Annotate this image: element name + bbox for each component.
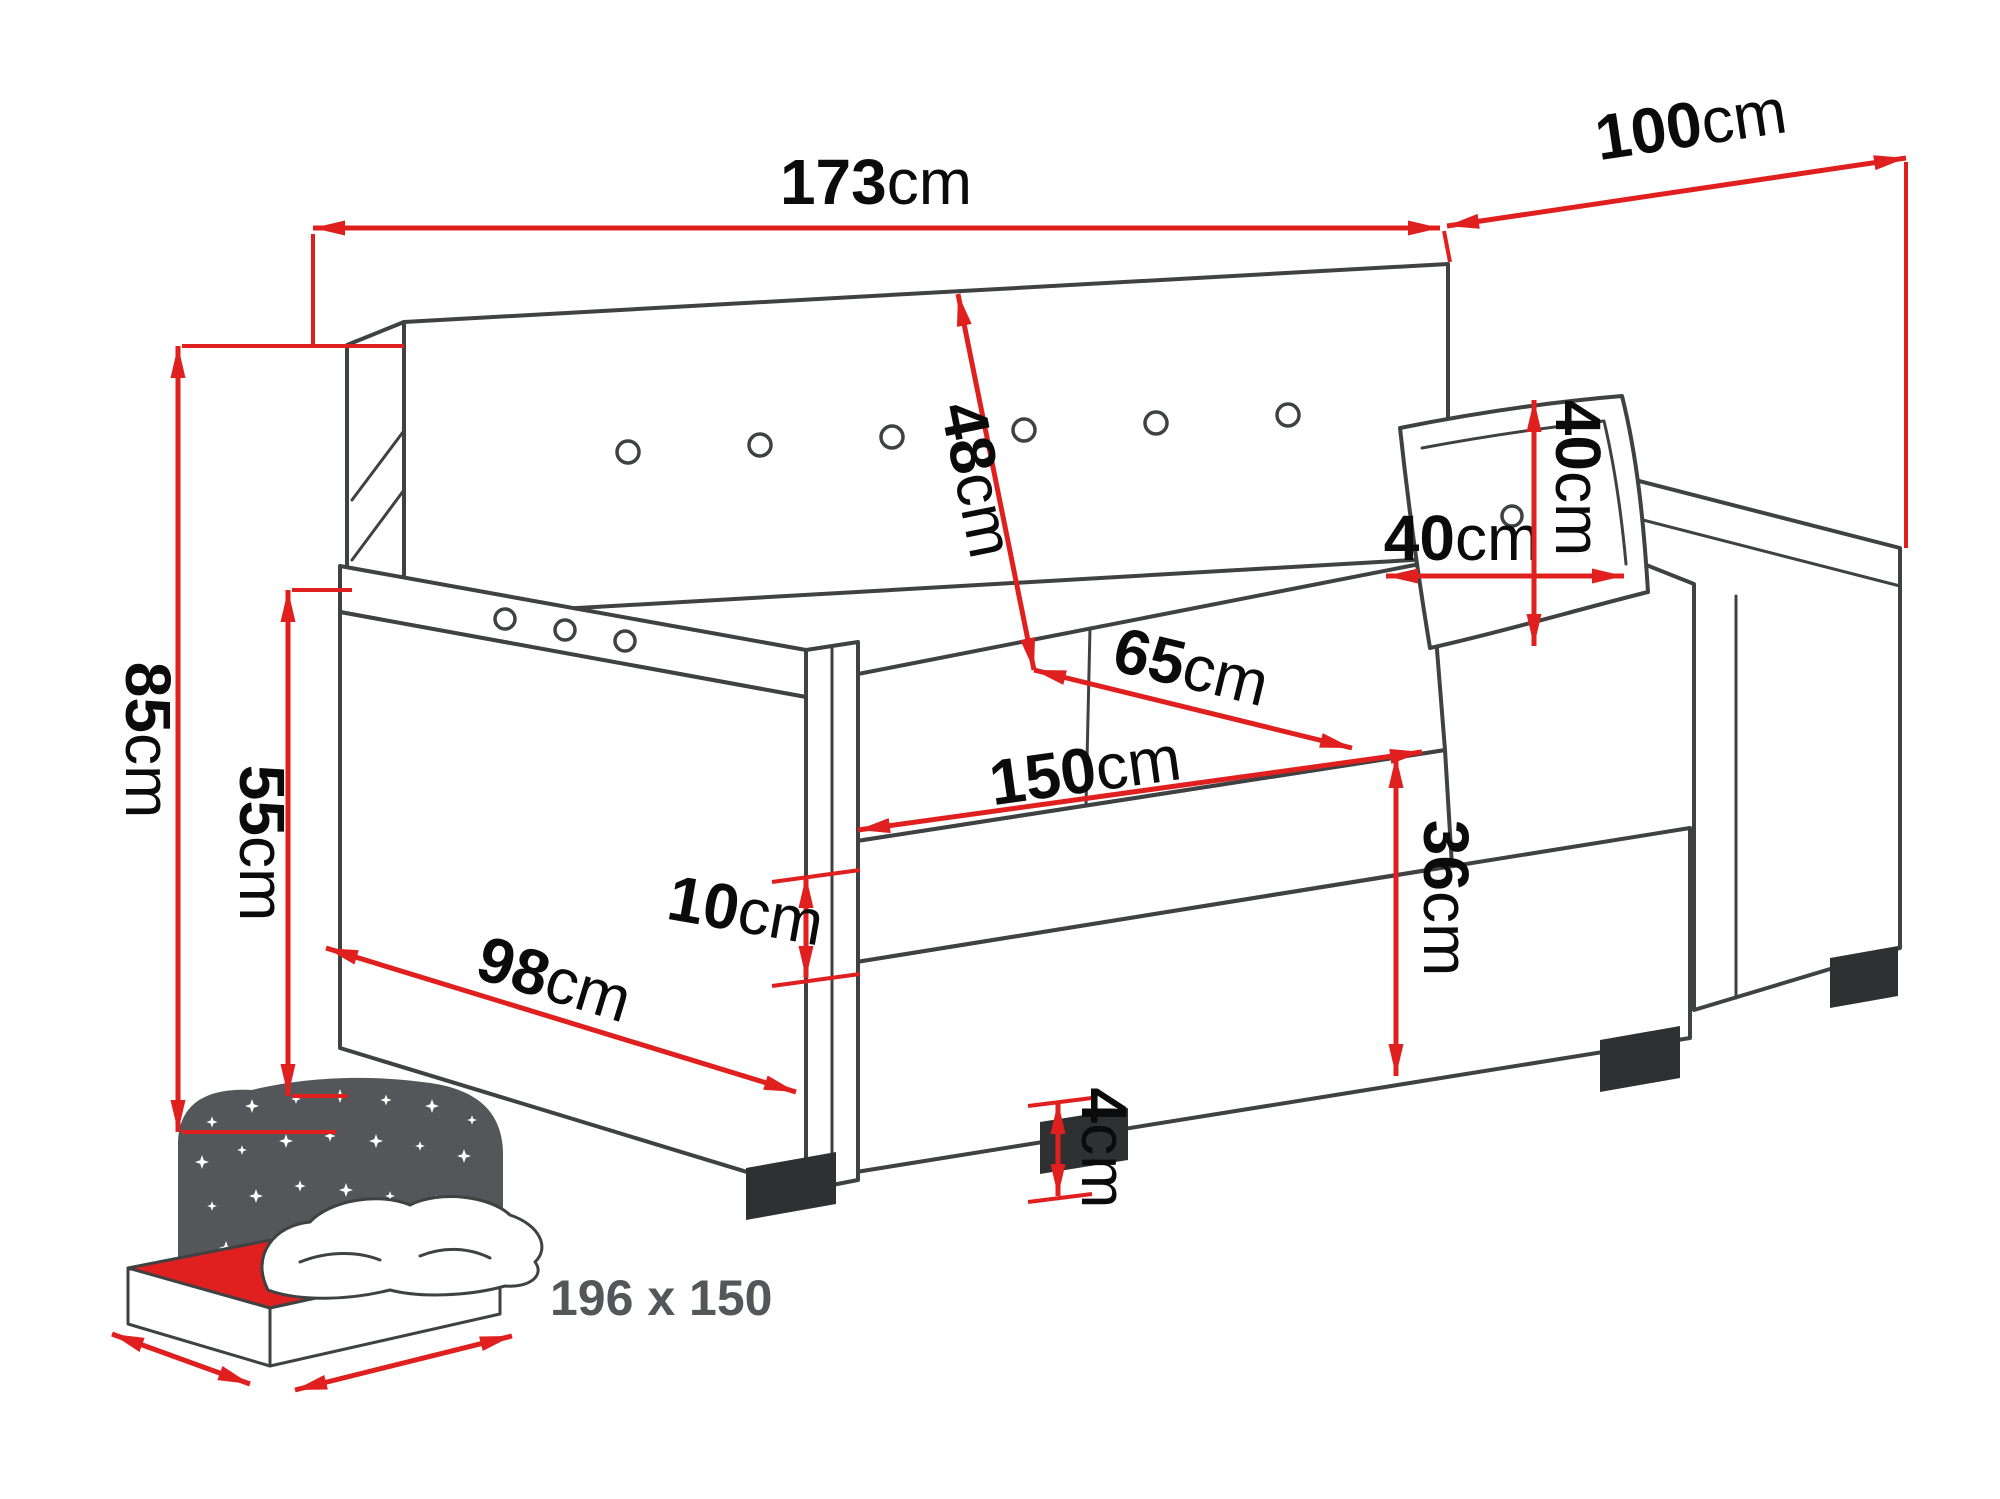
dim-total-height: 85cm — [112, 344, 404, 1134]
pillow-button — [1500, 504, 1524, 528]
sofa-leg — [746, 1152, 836, 1220]
duvet-fold-line — [298, 1252, 382, 1264]
extension-line — [1027, 1192, 1093, 1204]
bed-width-arrow — [294, 1333, 513, 1393]
extension-line — [771, 868, 861, 884]
pillow-flange-seam — [1420, 419, 1628, 566]
button-tuft — [747, 432, 773, 458]
button-tuft — [879, 424, 905, 450]
extension-line — [1442, 230, 1452, 263]
dim-cushion-front: 10cm — [663, 861, 861, 988]
dim-total-depth: 100cm — [1446, 74, 1908, 548]
armrest-buttons — [493, 607, 637, 653]
dim-seat-width: 150cm — [857, 721, 1423, 834]
dim-line — [955, 293, 1037, 671]
dim-label: 85cm — [112, 662, 184, 819]
dim-arm-height: 55cm — [226, 588, 352, 1098]
dim-label: 100cm — [1590, 74, 1791, 174]
button-tuft — [1011, 417, 1037, 443]
dim-label: 150cm — [985, 721, 1185, 819]
dim-pillow-width: 40cm — [1384, 502, 1624, 584]
bed-length-arrow — [111, 1331, 251, 1387]
dim-label: 55cm — [226, 765, 298, 922]
sofa-leg — [1600, 1026, 1680, 1092]
sofa-leg — [1830, 946, 1898, 1008]
extension-line — [1027, 1096, 1093, 1108]
dim-label: 40cm — [1542, 400, 1614, 557]
dim-backrest-height: 48cm — [927, 293, 1037, 671]
dim-label: 10cm — [663, 861, 830, 959]
backrest-panel — [402, 262, 1450, 620]
dim-line — [1446, 155, 1907, 229]
dim-leg-height: 4cm — [1027, 1088, 1140, 1209]
button-tuft — [1275, 402, 1301, 428]
sleeping-area-icon: 196 x 150 — [111, 1077, 772, 1393]
button-tuft — [553, 618, 577, 642]
dim-line — [1033, 667, 1353, 751]
decor-pillow — [1398, 394, 1650, 650]
button-tuft — [615, 439, 641, 465]
duvet — [260, 1195, 544, 1300]
dim-line — [325, 945, 797, 1095]
button-tuft — [613, 629, 637, 653]
dim-label: 36cm — [1410, 820, 1482, 977]
dim-pillow-height: 40cm — [1526, 400, 1614, 646]
button-tuft — [493, 607, 517, 631]
duvet-fold-line — [418, 1247, 492, 1260]
dim-label: 40cm — [1384, 502, 1541, 574]
dim-line — [857, 748, 1423, 834]
dim-label: 48cm — [927, 396, 1029, 564]
dim-total-width: 173cm — [311, 146, 1452, 346]
dim-seat-height: 36cm — [1388, 756, 1482, 1076]
button-tuft — [1143, 410, 1169, 436]
dim-label: 4cm — [1068, 1088, 1140, 1209]
dim-label: 173cm — [780, 146, 972, 218]
dimension-lines: 173cm 100cm 85cm 55cm 48cm — [112, 74, 1908, 1209]
sleeping-area-label: 196 x 150 — [550, 1270, 772, 1326]
